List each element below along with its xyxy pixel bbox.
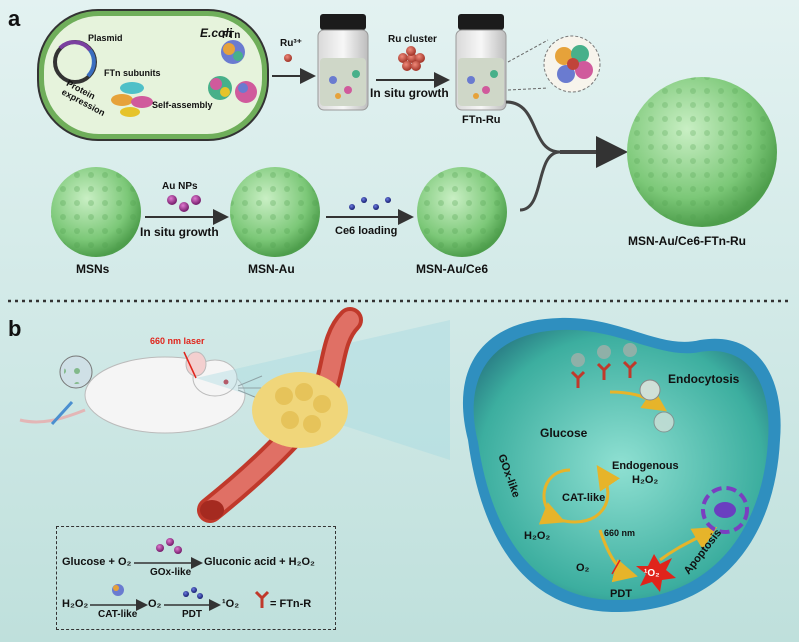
ecoli-cell	[37, 9, 269, 141]
660nm-label: 660 nm	[604, 528, 636, 538]
h2o2-label: H₂O₂	[524, 530, 551, 542]
ce6-loading-label: Ce6 loading	[335, 225, 398, 237]
laser-beam	[183, 351, 197, 379]
ftn-subunits-label: FTn subunits	[104, 68, 161, 78]
endogenous-label: Endogenous	[612, 460, 679, 472]
ftn-receptor-icons	[570, 343, 638, 388]
cat-like-label: CAT-like	[562, 492, 606, 504]
msn-au-particle	[230, 167, 320, 257]
endogenous-h2o2-label: H₂O₂	[632, 474, 659, 486]
au-nps-label: Au NPs	[162, 181, 198, 192]
panel-label-a: a	[8, 6, 21, 31]
eq2-pdt: PDT	[182, 609, 202, 620]
singlet-oxygen-burst	[636, 554, 676, 592]
equation-graphics	[90, 538, 270, 611]
final-product-label: MSN-Au/Ce6-FTn-Ru	[628, 234, 746, 248]
ce6-icon	[349, 197, 391, 210]
glucose-label: Glucose	[540, 426, 588, 440]
au-nps-icon	[167, 195, 201, 212]
jar-ftn-icon	[317, 14, 369, 111]
singlet-oxygen-label: ¹O₂	[644, 568, 660, 579]
self-assembly-label: Self-assembly	[152, 100, 213, 110]
equations-box	[56, 526, 336, 630]
eq1-left: Glucose + O₂	[62, 556, 132, 568]
syringe-icon	[50, 355, 93, 426]
pdt-label: PDT	[610, 588, 632, 600]
msn-au-label: MSN-Au	[248, 262, 295, 276]
laser-label: 660 nm laser	[150, 336, 205, 346]
ftn-subunits-icon	[111, 82, 153, 117]
ftn-ru-label: FTn-Ru	[462, 114, 501, 126]
ru-cluster-label: Ru cluster	[388, 34, 437, 45]
o2-label: O₂	[576, 562, 590, 574]
msn-au-ce6-label: MSN-Au/Ce6	[416, 262, 489, 276]
ru-ion-icon	[284, 54, 292, 62]
jar-ftn-ru-icon	[455, 14, 507, 111]
plasmid-label: Plasmid	[88, 33, 123, 43]
plasmid-icon	[53, 40, 97, 84]
apoptotic-cell-icon	[701, 486, 749, 534]
ftn-label: FTn	[222, 30, 241, 41]
eq2-left: H₂O₂	[62, 598, 89, 610]
endocytosis-label: Endocytosis	[668, 372, 740, 386]
ftn-ru-zoom-icon	[543, 35, 601, 93]
ecoli-label: E.coli	[200, 26, 233, 40]
mouse-illustration	[19, 351, 264, 434]
eq2-right: ¹O₂	[222, 598, 240, 610]
in-situ-growth-label-2: In situ growth	[140, 225, 219, 239]
ru-cluster-icon	[398, 46, 425, 71]
eq2-catalyst: CAT-like	[98, 609, 138, 620]
final-nanoparticle	[627, 77, 777, 227]
eq1-right: Gluconic acid + H₂O₂	[204, 556, 315, 568]
in-situ-growth-label-1: In situ growth	[370, 86, 449, 100]
tumor-cluster	[252, 372, 348, 448]
msns-label: MSNs	[76, 262, 110, 276]
eq2-mid: O₂	[148, 598, 162, 610]
msn-au-ce6-particle	[417, 167, 507, 257]
ftn-cages-icon	[208, 40, 257, 103]
ru3-label: Ru³⁺	[280, 38, 302, 49]
legend-text: = FTn-R	[270, 598, 312, 610]
panel-label-b: b	[8, 316, 22, 341]
msn-particle	[51, 167, 141, 257]
eq1-catalyst: GOx-like	[150, 567, 192, 578]
